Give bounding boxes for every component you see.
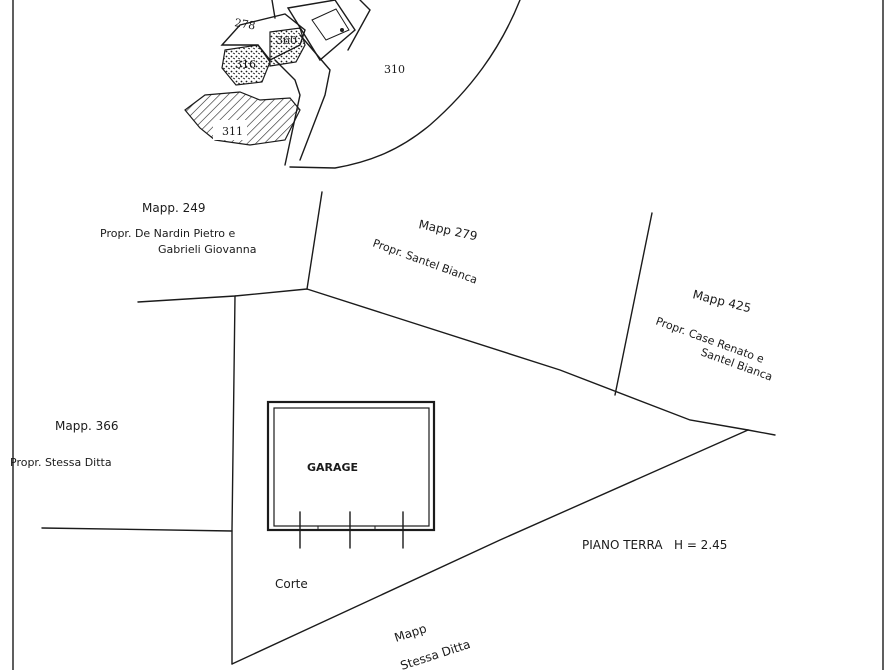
garage-label: GARAGE	[307, 461, 358, 474]
mapp-366-owner: Propr. Stessa Ditta	[10, 456, 112, 469]
mapp-279-title: Mapp 279	[417, 217, 478, 243]
bottom-mapp-title: Mapp	[393, 621, 429, 644]
boundary-249-bottom	[137, 288, 308, 303]
parcel-360-label: 360	[276, 34, 297, 47]
boundary-upper-diagonal	[306, 288, 749, 431]
mapp-249-owner-line1: Propr. De Nardin Pietro e	[100, 227, 236, 240]
road-edge-2	[274, 59, 301, 166]
mapp-279-owner: Propr. Santel Bianca	[371, 237, 479, 287]
parcel-labels: Mapp. 249 Propr. De Nardin Pietro e Gabr…	[10, 201, 774, 670]
garage: GARAGE	[266, 400, 436, 549]
parcel-316-shape	[221, 44, 271, 86]
garage-inner-wall	[273, 407, 430, 527]
mapp-425-title: Mapp 425	[691, 287, 752, 315]
parcel-316-label: 316	[235, 58, 256, 71]
parcel-310-label: 310	[384, 63, 405, 76]
location-map: 278 360 316 310 311	[184, 0, 521, 169]
boundary-top-left	[271, 0, 276, 19]
corte-label: Corte	[275, 577, 308, 591]
parcel-310-boundary	[289, 0, 521, 169]
building-marker	[340, 28, 344, 32]
bottom-mapp-owner: Stessa Ditta	[399, 637, 472, 670]
mapp-366-title: Mapp. 366	[55, 419, 118, 433]
garage-outer-wall	[266, 400, 436, 532]
small-building-inner	[311, 8, 350, 41]
mapp-249-title: Mapp. 249	[142, 201, 205, 215]
boundary-lower-diagonal	[231, 429, 749, 665]
boundary-upper-tail	[747, 429, 776, 436]
boundary-366-bottom	[41, 527, 233, 532]
parcel-278-label: 278	[233, 16, 256, 32]
mapp-249-owner-line2: Gabrieli Giovanna	[158, 243, 256, 256]
parcel-360-shape	[269, 27, 306, 67]
corte-left-edge	[231, 295, 236, 665]
plan-note: PIANO TERRA H = 2.45	[582, 538, 727, 552]
divider-279-425	[614, 212, 653, 396]
small-building-outline	[286, 0, 356, 62]
parcel-311-label-bg	[213, 120, 247, 140]
road-edge-1	[299, 34, 331, 161]
divider-249-279	[306, 191, 323, 290]
road-edge-3	[347, 0, 371, 51]
plan-boundaries	[41, 191, 776, 665]
parcel-311-label: 311	[222, 125, 243, 138]
